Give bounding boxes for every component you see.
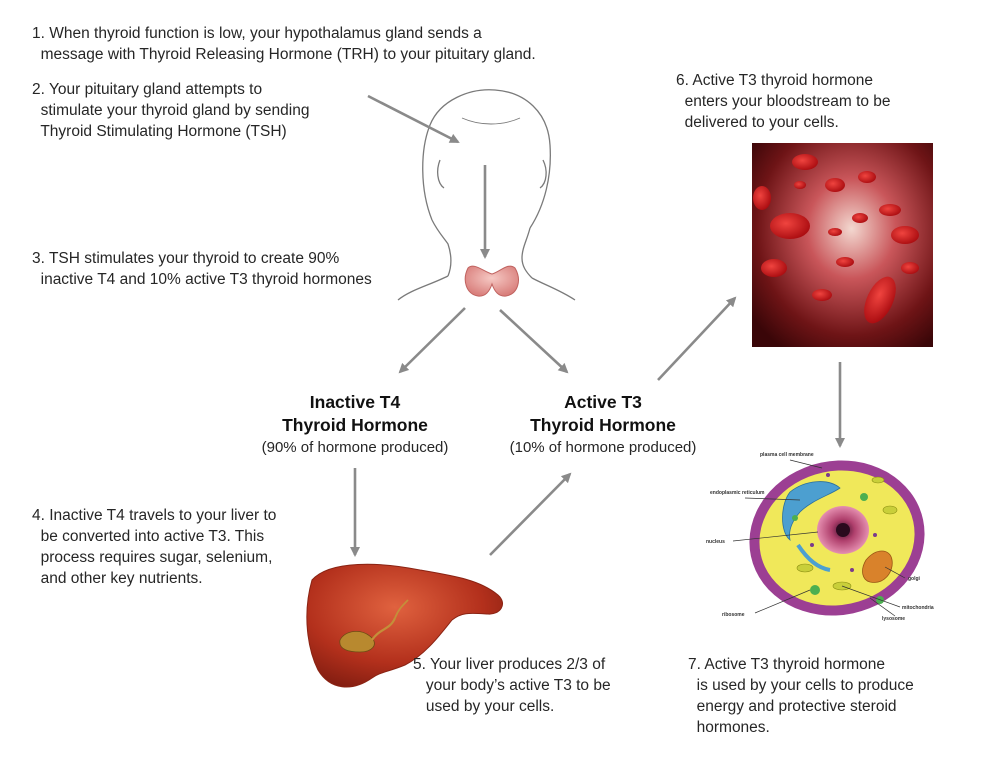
- step-3-line-1: 3. TSH stimulates your thyroid to create…: [32, 250, 339, 267]
- step-5-line-1: 5. Your liver produces 2/3 of: [413, 656, 605, 673]
- cell-label-er: endoplasmic reticulum: [710, 490, 765, 496]
- step-1-text: 1. When thyroid function is low, your hy…: [32, 23, 536, 65]
- step-2-text: 2. Your pituitary gland attempts to stim…: [32, 79, 309, 142]
- active-t3-title-line-1: Active T3: [488, 391, 718, 414]
- step-3-line-2: inactive T4 and 10% active T3 thyroid ho…: [41, 271, 372, 288]
- cell-label-golgi: golgi: [908, 576, 921, 582]
- step-3-text: 3. TSH stimulates your thyroid to create…: [32, 248, 372, 290]
- step-4-line-4: and other key nutrients.: [41, 570, 203, 587]
- cell-label-nucleus: nucleus: [706, 539, 725, 545]
- arrow-liver-to-t3: [490, 474, 570, 555]
- step-6-line-3: delivered to your cells.: [685, 114, 839, 131]
- step-5-text: 5. Your liver produces 2/3 of your body’…: [413, 654, 611, 717]
- step-6-text: 6. Active T3 thyroid hormone enters your…: [676, 70, 891, 133]
- cell-label-mitochondria: mitochondria: [902, 605, 934, 611]
- step-7-line-4: hormones.: [697, 719, 770, 736]
- active-t3-subtitle: (10% of hormone produced): [483, 438, 723, 458]
- animal-cell-illustration: plasma cell membrane endoplasmic reticul…: [706, 444, 939, 631]
- inactive-t4-title: Inactive T4 Thyroid Hormone: [240, 391, 470, 437]
- active-t3-title: Active T3 Thyroid Hormone: [488, 391, 718, 437]
- arrow-thyroid-to-t3: [500, 310, 567, 372]
- inactive-t4-subtitle: (90% of hormone produced): [235, 438, 475, 458]
- cell-label-lysosome: lysosome: [882, 616, 905, 622]
- step-5-line-3: used by your cells.: [426, 698, 554, 715]
- arrow-thyroid-to-t4: [400, 308, 465, 372]
- inactive-t4-title-line-2: Thyroid Hormone: [240, 414, 470, 437]
- inactive-t4-title-line-1: Inactive T4: [240, 391, 470, 414]
- step-4-text: 4. Inactive T4 travels to your liver to …: [32, 505, 276, 589]
- step-7-line-3: energy and protective steroid: [697, 698, 897, 715]
- arrow-to-pituitary: [368, 96, 458, 142]
- step-2-line-3: Thyroid Stimulating Hormone (TSH): [40, 123, 286, 140]
- step-7-line-2: is used by your cells to produce: [697, 677, 914, 694]
- step-6-line-1: 6. Active T3 thyroid hormone: [676, 72, 873, 89]
- step-1-line-2: message with Thyroid Releasing Hormone (…: [41, 46, 536, 63]
- step-4-line-2: be converted into active T3. This: [41, 528, 264, 545]
- step-4-line-3: process requires sugar, selenium,: [41, 549, 273, 566]
- step-5-line-2: your body’s active T3 to be: [426, 677, 611, 694]
- step-7-text: 7. Active T3 thyroid hormone is used by …: [688, 654, 914, 738]
- step-1-line-1: 1. When thyroid function is low, your hy…: [32, 25, 482, 42]
- active-t3-title-line-2: Thyroid Hormone: [488, 414, 718, 437]
- head-outline-illustration: [398, 90, 575, 300]
- bloodstream-image: [752, 143, 933, 347]
- arrow-t3-to-blood: [658, 298, 735, 380]
- thyroid-gland-illustration: [465, 266, 518, 296]
- cell-label-membrane: plasma cell membrane: [760, 452, 814, 458]
- step-2-line-1: 2. Your pituitary gland attempts to: [32, 81, 262, 98]
- step-7-line-1: 7. Active T3 thyroid hormone: [688, 656, 885, 673]
- step-2-line-2: stimulate your thyroid gland by sending: [41, 102, 310, 119]
- step-6-line-2: enters your bloodstream to be: [685, 93, 891, 110]
- cell-label-ribosome: ribosome: [722, 612, 745, 618]
- step-4-line-1: 4. Inactive T4 travels to your liver to: [32, 507, 276, 524]
